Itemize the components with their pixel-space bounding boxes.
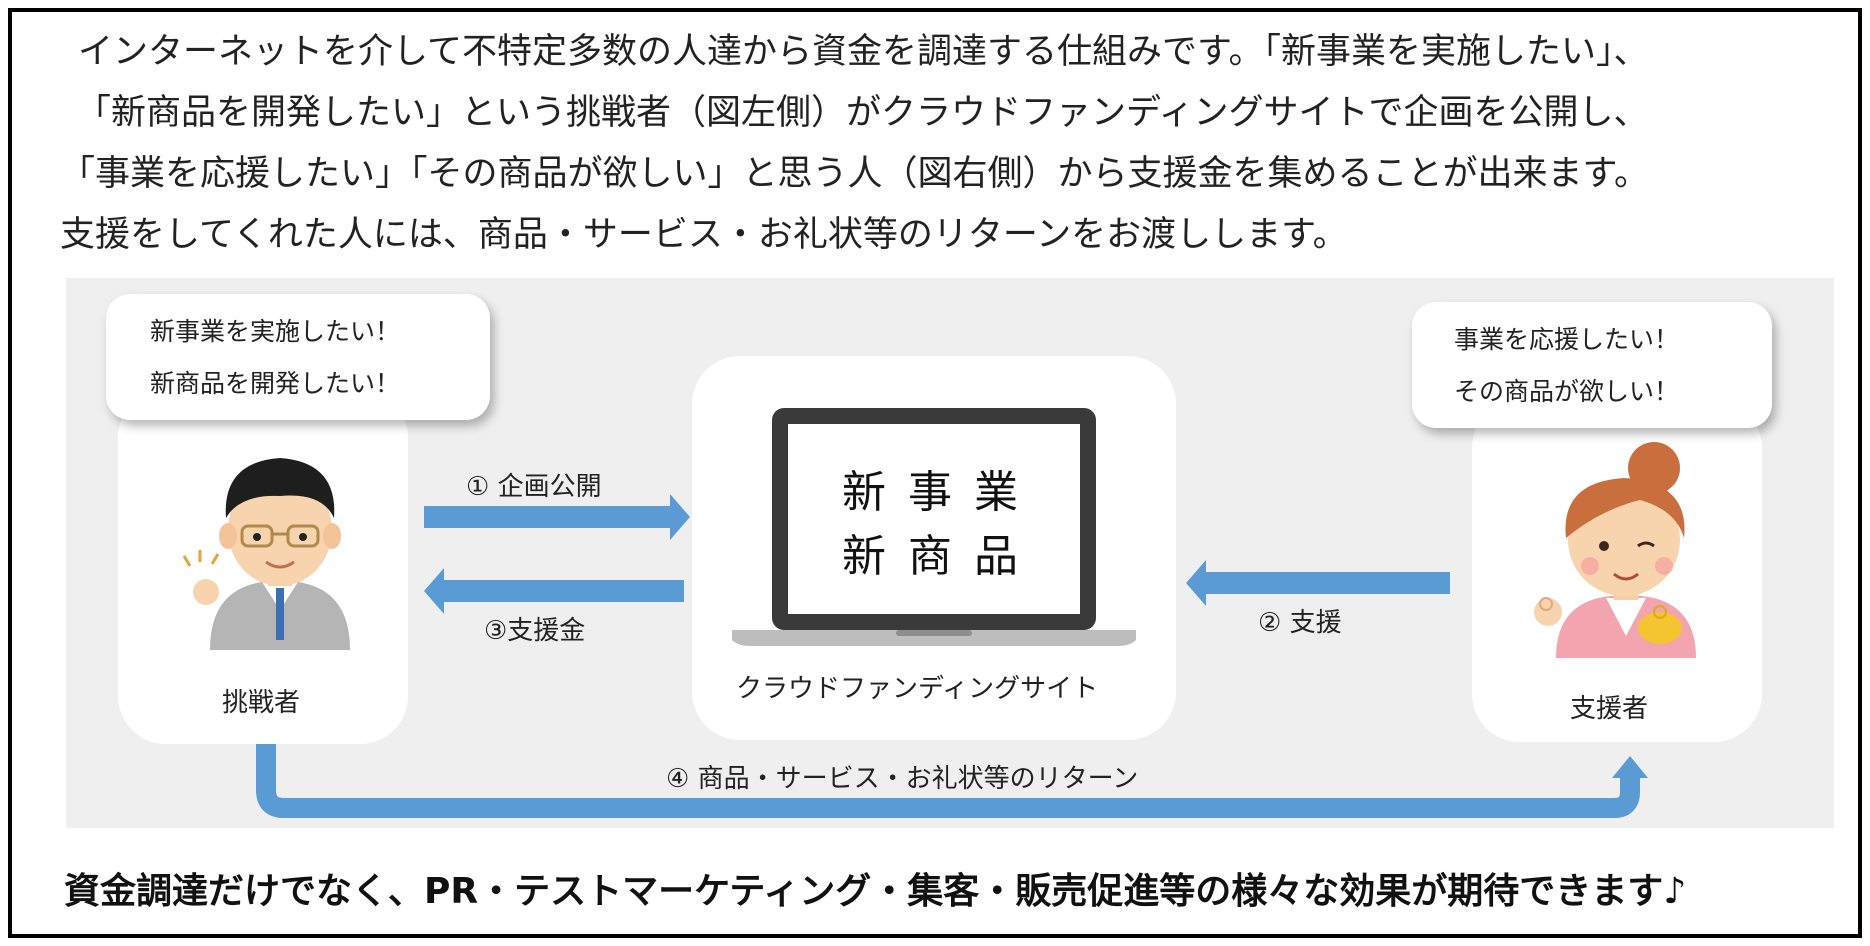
supporter-bubble-line: 事業を応援したい！ [1454, 325, 1680, 354]
challenger-speech-bubble: 新事業を実施したい！ 新商品を開発したい！ [106, 294, 490, 420]
supporter-person-icon [1534, 442, 1696, 658]
intro-line: 支援をしてくれた人には、商品・サービス・お礼状等のリターンをお渡しします。 [60, 215, 1348, 255]
screen-line: 新商品 [842, 531, 1040, 582]
supporter-bubble-line: その商品が欲しい！ [1454, 377, 1680, 406]
arrow-step1 [424, 494, 690, 540]
supporter-label: 支援者 [1570, 694, 1649, 724]
step2-label: ② 支援 [1258, 608, 1342, 638]
challenger-person-icon [182, 458, 350, 650]
supporter-speech-bubble: 事業を応援したい！ その商品が欲しい！ [1412, 302, 1772, 428]
arrow-step4 [256, 744, 1648, 818]
step4-label: ④ 商品・サービス・お礼状等のリターン [666, 764, 1139, 794]
screen-line: 新事業 [842, 467, 1040, 518]
challenger-bubble-line: 新事業を実施したい！ [150, 317, 401, 346]
challenger-bubble-line: 新商品を開発したい！ [150, 369, 401, 398]
site-label: クラウドファンディングサイト [736, 674, 1099, 704]
intro-text: インターネットを介して不特定多数の人達から資金を調達する仕組みです。「新事業を実… [58, 22, 1818, 266]
footer-text: 資金調達だけでなく、PR・テストマーケティング・集客・販売促進等の様々な効果が期… [64, 871, 1687, 912]
supporter-bubble-tail [1470, 420, 1560, 515]
arrow-step2 [1186, 560, 1450, 606]
challenger-label: 挑戦者 [222, 688, 301, 718]
intro-line: 「新商品を開発したい」という挑戦者（図左側）がクラウドファンディングサイトで企画… [76, 93, 1649, 133]
challenger-bubble-tail [300, 420, 390, 505]
intro-line: インターネットを介して不特定多数の人達から資金を調達する仕組みです。「新事業を実… [78, 32, 1649, 72]
step1-label: ① 企画公開 [466, 472, 602, 502]
intro-line: 「事業を応援したい」「その商品が欲しい」と思う人（図右側）から支援金を集めること… [60, 154, 1650, 194]
step3-label: ③支援金 [484, 616, 586, 646]
laptop-icon [732, 408, 1136, 646]
arrow-step3 [424, 568, 684, 614]
